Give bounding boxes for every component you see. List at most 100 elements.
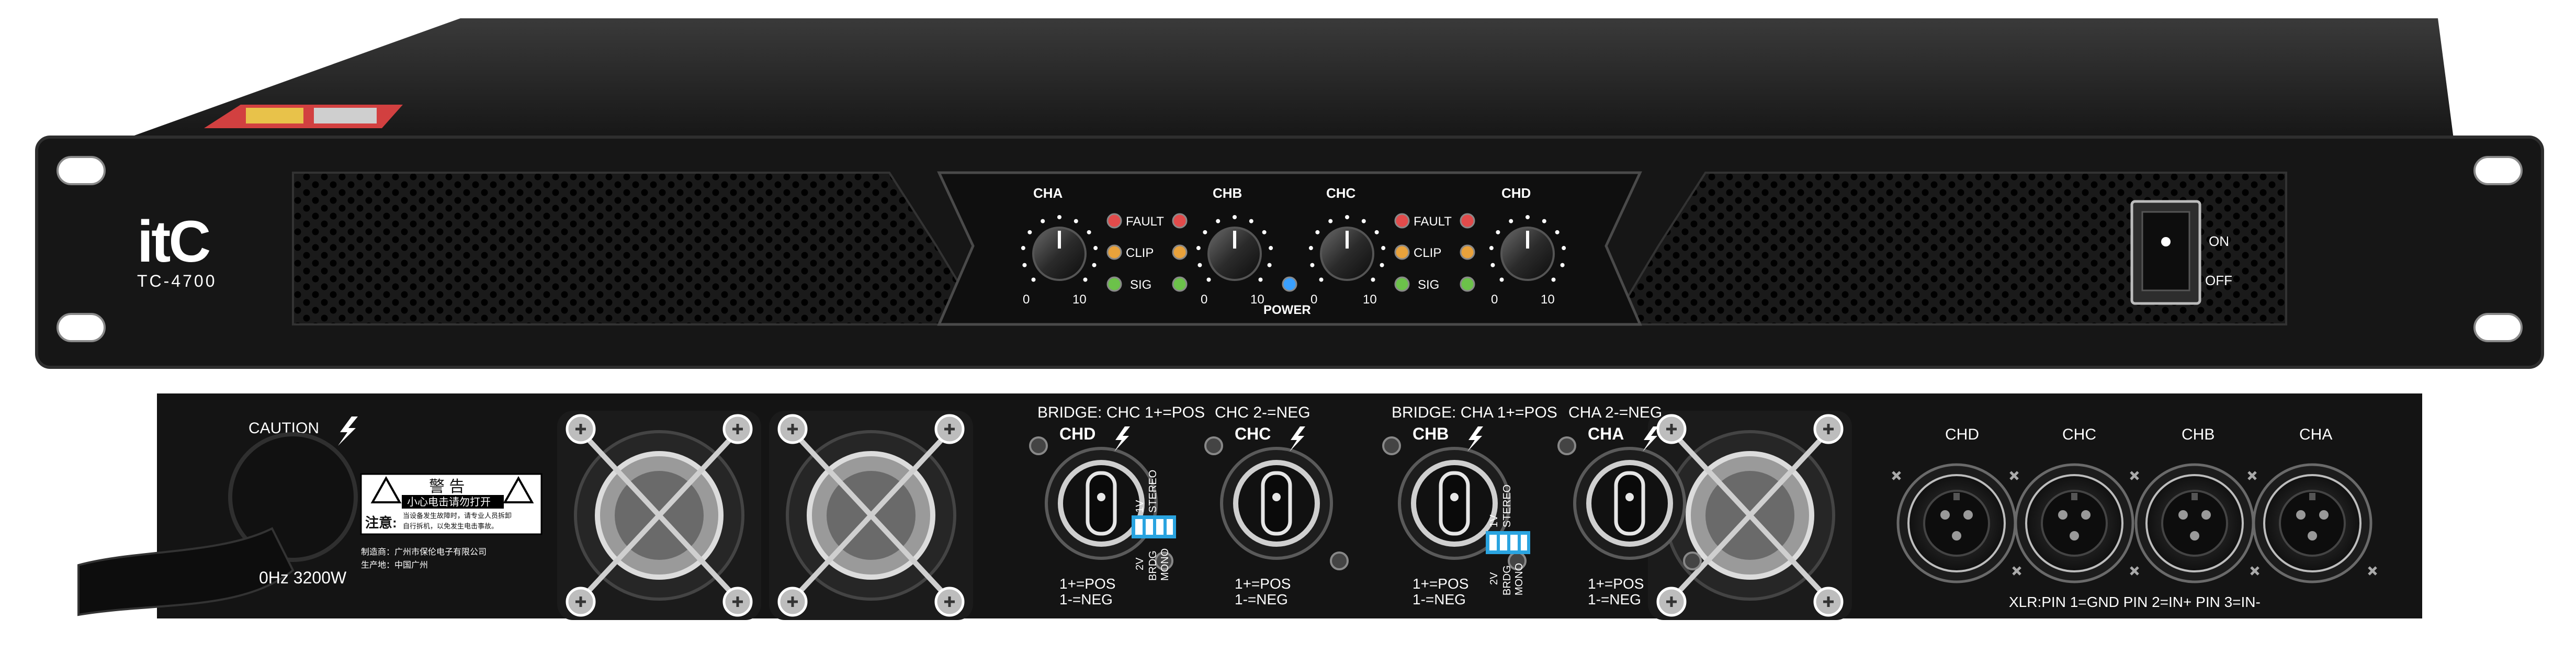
gain-knob[interactable]	[1489, 215, 1566, 282]
lightning-icon	[1643, 426, 1658, 452]
clip-label: CLIP	[1414, 246, 1441, 260]
xlr-input[interactable]	[2130, 463, 2259, 583]
warning-note: 当设备发生故障时，请专业人员拆卸	[403, 512, 512, 520]
pos-label: 1+=POS	[1059, 576, 1115, 592]
speakon-output[interactable]	[1204, 436, 1349, 570]
mount-slot	[57, 313, 106, 342]
fault-led	[1394, 213, 1410, 229]
brand-logo-text: itC	[137, 209, 209, 274]
knob-min-label: 0	[1201, 292, 1207, 307]
speakon-label: CHB	[1413, 424, 1449, 443]
clip-led	[1172, 244, 1188, 260]
neg-label: 1-=NEG	[1413, 591, 1466, 607]
xlr-input[interactable]	[1892, 463, 2021, 583]
warning-line: 小心电击请勿打开	[407, 496, 491, 508]
bridge-neg-label: CHC 2-=NEG	[1215, 404, 1310, 421]
xlr-input[interactable]	[2247, 463, 2377, 583]
power-led	[1282, 276, 1297, 292]
dip-2v-label: 2V	[1488, 572, 1500, 585]
dip-stereo-label: STEREO	[1501, 485, 1513, 527]
bridge-neg-label: CHA 2-=NEG	[1568, 404, 1662, 421]
knob-scale-labels: 0 10 0 10 0 10 0 10	[1023, 292, 1555, 307]
xlr-labels: CHD CHC CHB CHA	[1945, 426, 2332, 443]
knob-min-label: 0	[1023, 292, 1030, 307]
fault-label: FAULT	[1126, 215, 1164, 229]
dip-1v-label: 1V	[1134, 500, 1146, 513]
power-switch-rocker[interactable]	[2141, 211, 2190, 291]
dip-brdg-label: BRDG	[1147, 550, 1159, 581]
channel-label-chb: CHB	[1213, 185, 1242, 201]
neg-label: 1-=NEG	[1235, 591, 1288, 607]
clip-led	[1460, 244, 1475, 260]
left-vent-grille	[292, 172, 986, 325]
bridge-label: BRIDGE: CHA 1+=POS	[1392, 404, 1557, 421]
front-panel: itC TC-4700 CHA CHB CHC CHD 0 10 0 10 0 …	[35, 18, 2544, 369]
fault-led	[1106, 213, 1122, 229]
neg-label: 1-=NEG	[1059, 591, 1113, 607]
dip-switch-1[interactable]	[1132, 515, 1176, 538]
gain-knob[interactable]	[1021, 215, 1098, 282]
chassis-top	[126, 18, 2454, 139]
brand-logo: itC TC-4700	[137, 209, 217, 290]
fault-label: FAULT	[1414, 215, 1452, 229]
sig-led	[1106, 276, 1122, 292]
power-switch[interactable]	[2130, 200, 2201, 305]
model-number: TC-4700	[137, 272, 217, 290]
dip-2v-label: 2V	[1134, 557, 1146, 570]
warning-label: 警 告 小心电击请勿打开 注意: 当设备发生故障时，请专业人员拆卸 自行拆机，以…	[360, 473, 543, 535]
fan-grille	[1648, 411, 1852, 620]
knob-max-label: 10	[1541, 292, 1555, 307]
gain-knob[interactable]	[1308, 215, 1386, 282]
warning-prefix: 注意:	[365, 515, 397, 531]
clip-led	[1106, 244, 1122, 260]
rack-mount-holes	[57, 156, 2523, 342]
knob-max-label: 10	[1250, 292, 1264, 307]
warning-note: 自行拆机，以免发生电击事故。	[403, 522, 498, 530]
fault-led	[1460, 213, 1475, 229]
bridge-label: BRIDGE: CHC 1+=POS	[1037, 404, 1205, 421]
channel-labels: CHA CHB CHC CHD	[1033, 185, 1531, 201]
mount-slot	[2473, 156, 2523, 185]
lightning-icon	[338, 416, 358, 446]
mount-slot	[2473, 313, 2523, 342]
xlr-inputs	[1892, 463, 2377, 583]
sticker-label	[204, 105, 403, 128]
sig-label: SIG	[1418, 278, 1439, 292]
xlr-label-chd: CHD	[1945, 426, 1979, 443]
led-group-ab: FAULT CLIP SIG	[1106, 213, 1188, 292]
xlr-input[interactable]	[2009, 463, 2139, 583]
mount-slot	[57, 156, 106, 185]
gain-knob[interactable]	[1196, 215, 1273, 282]
dip-switch-2[interactable]	[1486, 531, 1530, 554]
lightning-icon	[1467, 426, 1483, 452]
knob-min-label: 0	[1491, 292, 1498, 307]
sig-led	[1172, 276, 1188, 292]
maker-line: 生产地：中国广州	[361, 560, 428, 570]
speakon-output[interactable]	[1557, 436, 1702, 570]
power-label: POWER	[1263, 303, 1311, 317]
speakon-label: CHD	[1059, 424, 1095, 443]
speaker-outputs: CHD1+=POS1-=NEGCHC1+=POS1-=NEGCHB1+=POS1…	[1029, 424, 1702, 607]
knob-min-label: 0	[1310, 292, 1317, 307]
power-rating: 0Hz 3200W	[259, 568, 347, 587]
pos-label: 1+=POS	[1413, 576, 1468, 592]
clip-led	[1394, 244, 1410, 260]
speakon-label: CHC	[1235, 424, 1271, 443]
speakon-output[interactable]	[1382, 436, 1527, 570]
right-vent-grille	[1609, 172, 2287, 325]
rear-panel: CAUTION 警 告 小心电击请勿打开 注意: 当设备发生故障时，请专业人员拆…	[77, 393, 2422, 620]
gain-knobs	[1021, 215, 1566, 282]
dip-stereo-label: STEREO	[1147, 470, 1159, 513]
xlr-pinout: XLR:PIN 1=GND PIN 2=IN+ PIN 3=IN-	[2009, 594, 2261, 610]
pos-label: 1+=POS	[1235, 576, 1291, 592]
power-cord	[77, 432, 358, 616]
fan-grille	[769, 411, 973, 620]
speakon-output[interactable]	[1029, 436, 1173, 570]
sig-led	[1460, 276, 1475, 292]
lightning-icon	[1114, 426, 1130, 452]
sig-label: SIG	[1130, 278, 1151, 292]
speakon-label: CHA	[1588, 424, 1624, 443]
xlr-label-chc: CHC	[2062, 426, 2096, 443]
